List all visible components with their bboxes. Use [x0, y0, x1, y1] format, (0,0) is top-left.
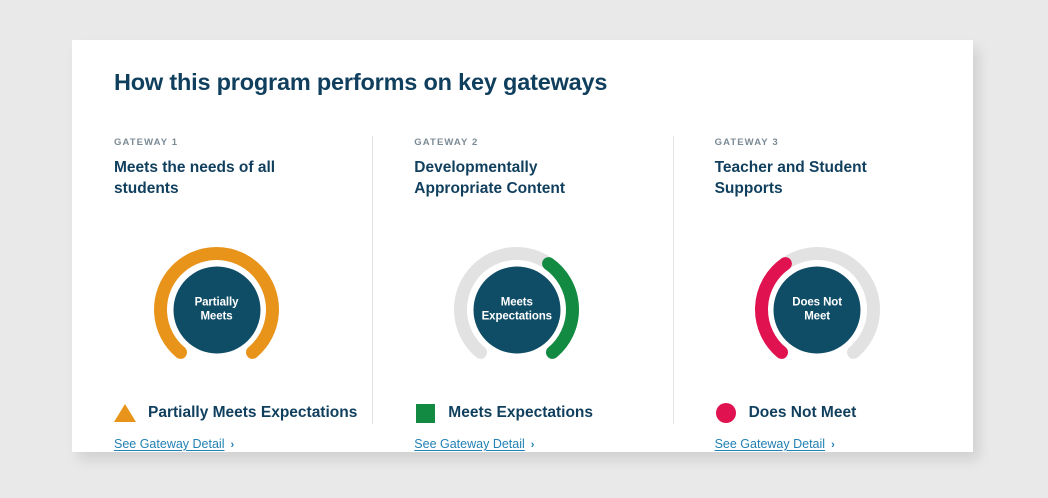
legend-row: Partially Meets Expectations	[114, 402, 357, 424]
gateway-column-1: GATEWAY 1 Meets the needs of all student…	[72, 134, 372, 451]
gauge-hub: Meets Expectations	[473, 266, 561, 353]
circle-icon	[715, 402, 737, 424]
gateway-heading: Teacher and Student Supports	[714, 159, 867, 198]
legend-row: Does Not Meet	[715, 402, 857, 424]
page-title: How this program performs on key gateway…	[114, 69, 608, 95]
gauge-2: Meets Expectations	[414, 242, 619, 377]
gauge-hub-label: Does Not Meet	[792, 296, 842, 323]
gauge-arc-svg	[154, 247, 279, 359]
gateway-heading: Developmentally Appropriate Content	[414, 159, 565, 198]
column-divider	[672, 136, 674, 424]
gauge-hub: Partially Meets	[173, 266, 260, 353]
gateway-column-2: GATEWAY 2 Developmentally Appropriate Co…	[372, 134, 672, 451]
gateway-eyebrow: GATEWAY 1	[114, 137, 179, 148]
legend-row: Meets Expectations	[414, 402, 593, 424]
legend-label: Meets Expectations	[448, 404, 594, 421]
gauge-track	[454, 247, 552, 359]
gauge-fill-arc	[754, 257, 792, 359]
gauge-arc-svg	[454, 247, 580, 359]
see-gateway-detail-label: See Gateway Detail	[114, 437, 225, 451]
gauge-hub-label: Partially Meets	[194, 296, 239, 323]
gateway-eyebrow: GATEWAY 2	[414, 137, 479, 148]
see-gateway-detail-link[interactable]: See Gateway Detail ›	[715, 437, 835, 451]
see-gateway-detail-label: See Gateway Detail	[714, 437, 826, 451]
see-gateway-detail-label: See Gateway Detail	[414, 437, 525, 451]
gauge-hub-label: Meets Expectations	[481, 296, 552, 323]
square-icon	[414, 402, 436, 424]
legend-label: Does Not Meet	[748, 404, 857, 421]
legend-label: Partially Meets Expectations	[148, 404, 358, 421]
see-gateway-detail-link[interactable]: See Gateway Detail ›	[414, 437, 534, 451]
gauge-fill-arc	[154, 247, 279, 359]
gateway-heading: Meets the needs of all students	[114, 159, 276, 198]
gauge-1: Partially Meets	[114, 242, 319, 377]
gauge-hub: Does Not Meet	[773, 266, 861, 353]
chevron-right-icon: ›	[230, 439, 235, 451]
gateway-eyebrow: GATEWAY 3	[714, 137, 779, 148]
gauge-track	[782, 247, 880, 359]
gauge-3: Does Not Meet	[715, 242, 920, 377]
triangle-icon	[114, 402, 136, 424]
chevron-right-icon: ›	[530, 439, 535, 451]
gateway-summary-card: How this program performs on key gateway…	[72, 40, 973, 452]
chevron-right-icon: ›	[831, 439, 835, 451]
column-divider	[372, 136, 374, 424]
gauge-arc-svg	[754, 247, 880, 359]
gateway-column-3: GATEWAY 3 Teacher and Student Supports	[672, 134, 973, 451]
see-gateway-detail-link[interactable]: See Gateway Detail ›	[114, 437, 234, 451]
gateway-columns: GATEWAY 1 Meets the needs of all student…	[72, 134, 973, 451]
gauge-fill-arc	[542, 257, 580, 359]
